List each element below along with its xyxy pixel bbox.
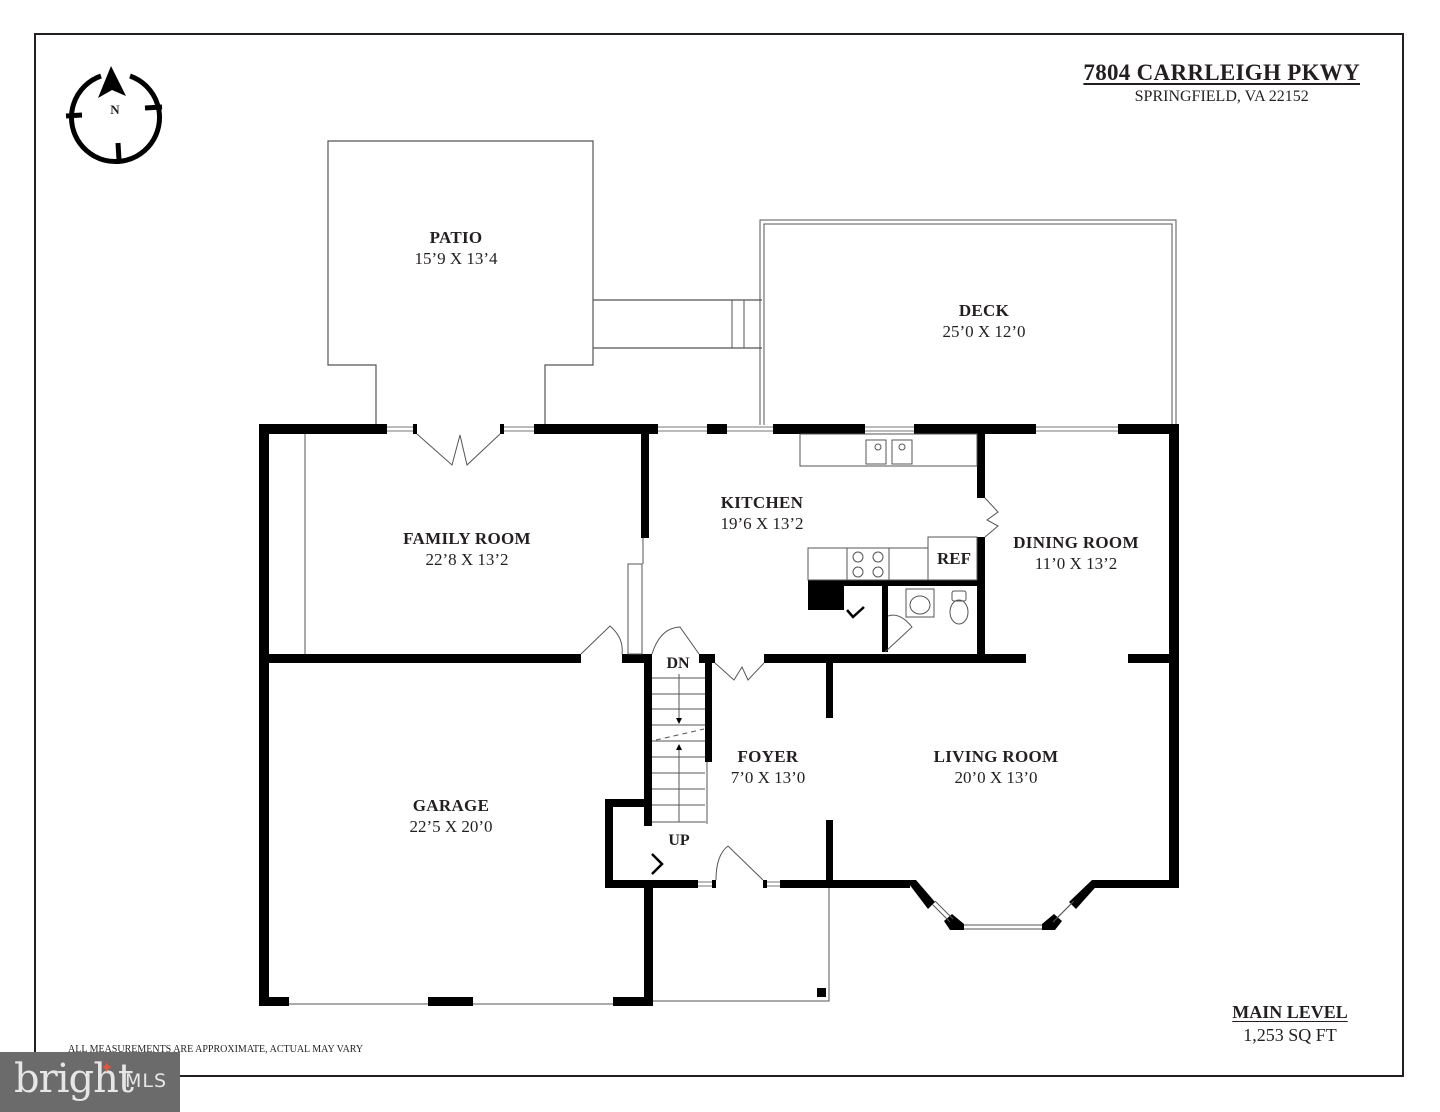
compass-icon xyxy=(65,73,163,164)
room-name: GARAGE xyxy=(412,796,490,815)
city-state-zip: SPRINGFIELD, VA 22152 xyxy=(1134,88,1309,105)
room-dimensions: 19’6 X 13’2 xyxy=(720,514,804,533)
level-summary: MAIN LEVEL 1,253 SQ FT xyxy=(1232,1002,1348,1046)
deck-outline xyxy=(759,219,1177,425)
page-frame xyxy=(34,33,1404,1077)
room-label-living-room: LIVING ROOM 20’0 X 13’0 xyxy=(934,747,1059,789)
room-name: DINING ROOM xyxy=(1013,533,1139,552)
north-arrow-icon xyxy=(98,66,126,98)
room-dimensions: 7’0 X 13’0 xyxy=(730,768,806,787)
patio-outline xyxy=(327,140,594,425)
room-label-kitchen: KITCHEN 19’6 X 13’2 xyxy=(720,493,803,535)
brand-name: bright xyxy=(14,1056,134,1102)
room-dimensions: 15’9 X 13’4 xyxy=(414,249,498,268)
room-name: FAMILY ROOM xyxy=(403,529,531,548)
room-dimensions: 11’0 X 13’2 xyxy=(1034,554,1118,573)
room-dimensions: 22’8 X 13’2 xyxy=(425,550,509,569)
room-label-deck: DECK 25’0 X 12’0 xyxy=(942,301,1025,343)
room-dimensions: 20’0 X 13’0 xyxy=(954,768,1038,787)
stairs-up-label: UP xyxy=(668,832,690,849)
brand-star-icon: ✦ xyxy=(100,1060,114,1077)
level-area: 1,253 SQ FT xyxy=(1243,1025,1337,1045)
room-name: DECK xyxy=(958,301,1010,320)
room-dimensions: 25’0 X 12’0 xyxy=(942,322,1026,341)
level-name: MAIN LEVEL xyxy=(1232,1002,1348,1022)
room-name: KITCHEN xyxy=(720,493,804,512)
stairs-down-label: DN xyxy=(666,655,690,672)
compass-north-label: N xyxy=(110,102,120,117)
room-name: LIVING ROOM xyxy=(933,747,1059,766)
brand-suffix: MLS xyxy=(125,1070,168,1092)
bright-mls-logo: bright ✦ MLS xyxy=(0,1052,180,1112)
room-label-dining-room: DINING ROOM 11’0 X 13’2 xyxy=(1013,533,1139,575)
room-dimensions: 22’5 X 20’0 xyxy=(409,817,493,836)
address-title: 7804 CARRLEIGH PKWY xyxy=(1083,60,1360,85)
room-name: PATIO xyxy=(429,228,483,247)
room-label-foyer: FOYER 7’0 X 13’0 xyxy=(731,747,806,789)
measurement-disclaimer: ALL MEASUREMENTS ARE APPROXIMATE, ACTUAL… xyxy=(68,1044,364,1055)
address-block: 7804 CARRLEIGH PKWY SPRINGFIELD, VA 2215… xyxy=(1083,60,1360,106)
room-label-family-room: FAMILY ROOM 22’8 X 13’2 xyxy=(403,529,531,571)
room-name: FOYER xyxy=(737,747,799,766)
room-label-patio: PATIO 15’9 X 13’4 xyxy=(414,228,497,270)
refrigerator-label: REF xyxy=(937,549,971,568)
room-label-garage: GARAGE 22’5 X 20’0 xyxy=(409,796,492,838)
